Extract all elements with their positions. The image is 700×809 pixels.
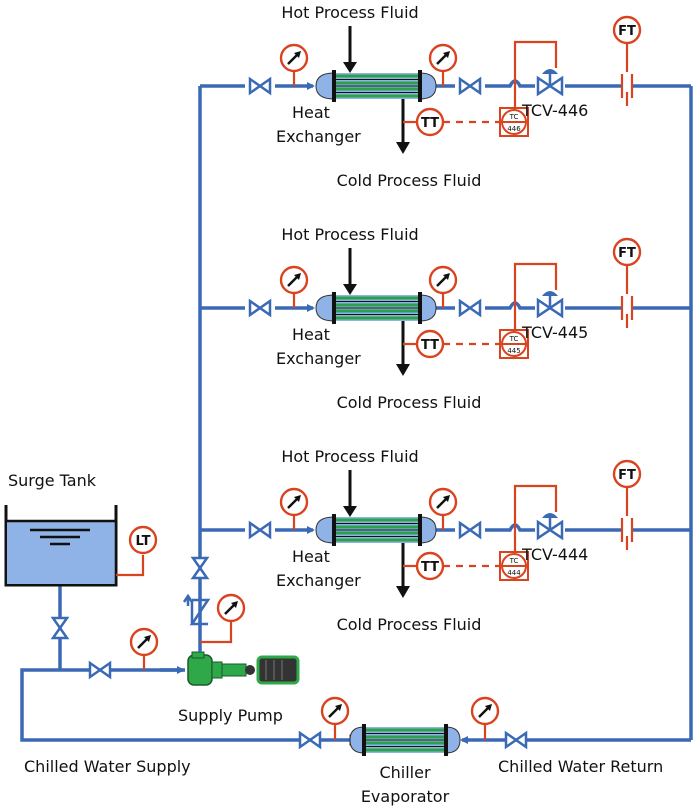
- cold-process-fluid-label: Cold Process Fluid: [337, 393, 482, 412]
- evaporator-shell: [349, 724, 461, 756]
- temperature-transmitter-label: TT: [421, 116, 439, 131]
- flow-element: [620, 43, 634, 106]
- hot-process-fluid-label: Hot Process Fluid: [281, 3, 418, 22]
- pump-suction-valve[interactable]: [88, 660, 112, 680]
- controller-number: 446: [507, 125, 521, 133]
- pump-motor: [256, 655, 300, 685]
- chiller-label-line1: Chiller: [379, 763, 430, 782]
- controller-type: TC: [509, 113, 519, 121]
- temperature-control-valve[interactable]: [536, 69, 564, 97]
- tank-liquid: [7, 521, 115, 584]
- control-valve-tag: TCV-445: [521, 323, 588, 342]
- chilled-water-return-label: Chilled Water Return: [498, 757, 663, 776]
- heat-exchanger-label-line2: Exchanger: [276, 571, 361, 590]
- controller-number: 445: [507, 347, 520, 355]
- control-valve-tag: TCV-446: [521, 101, 588, 120]
- temperature-transmitter-label: TT: [421, 338, 439, 353]
- level-transmitter[interactable]: [128, 525, 158, 555]
- outlet-pressure-gauge: [428, 487, 458, 530]
- inlet-pressure-gauge: [279, 487, 309, 530]
- temperature-controller[interactable]: TC 446: [499, 107, 529, 137]
- surge-tank: LT: [4, 505, 158, 587]
- inlet-pressure-gauge: [279, 265, 309, 308]
- heat-exchanger-label-line1: Heat: [292, 103, 330, 122]
- chiller-label-line2: Evaporator: [361, 787, 450, 806]
- hot-process-fluid-label: Hot Process Fluid: [281, 447, 418, 466]
- controller-number: 444: [507, 569, 521, 577]
- cold-process-fluid-label: Cold Process Fluid: [337, 171, 482, 190]
- supply-pressure-gauge: [320, 696, 350, 740]
- flow-transmitter-label: FT: [618, 246, 636, 261]
- branch-outlet-valve[interactable]: [458, 298, 482, 318]
- pump-discharge: [182, 556, 246, 652]
- temperature-control-valve[interactable]: [536, 291, 564, 319]
- heat-exchanger-label-line1: Heat: [292, 547, 330, 566]
- flow-transmitter[interactable]: [612, 237, 642, 267]
- branch-inlet-valve[interactable]: [248, 298, 272, 318]
- flow-element: [620, 487, 634, 550]
- discharge-isolation-valve[interactable]: [190, 556, 210, 580]
- flow-transmitter-label: FT: [618, 468, 636, 483]
- cold-process-fluid-label: Cold Process Fluid: [337, 615, 482, 634]
- flow-element: [620, 265, 634, 328]
- outlet-pressure-gauge: [428, 43, 458, 86]
- supply-pump-label: Supply Pump: [178, 706, 283, 725]
- inlet-pressure-gauge: [279, 43, 309, 86]
- chiller-evaporator[interactable]: [298, 696, 528, 756]
- temperature-transmitter-label: TT: [421, 560, 439, 575]
- supply-line-pipe: [20, 668, 350, 742]
- tank-outlet-valve[interactable]: [50, 616, 70, 640]
- heat-exchanger-label-line2: Exchanger: [276, 349, 361, 368]
- branch-outlet-pipe: [485, 301, 535, 310]
- supply-outlet-valve[interactable]: [298, 730, 322, 750]
- return-pressure-gauge: [470, 696, 500, 740]
- flow-transmitter[interactable]: [612, 459, 642, 489]
- heat-exchanger[interactable]: [315, 292, 437, 324]
- supply-pump[interactable]: [187, 651, 300, 686]
- pump-casing: [187, 654, 213, 686]
- heat-exchanger-label-line2: Exchanger: [276, 127, 361, 146]
- branch-inlet-valve[interactable]: [248, 76, 272, 96]
- branch-outlet-valve[interactable]: [458, 76, 482, 96]
- branch-outlet-valve[interactable]: [458, 520, 482, 540]
- level-transmitter-label: LT: [136, 534, 151, 549]
- temperature-control-valve[interactable]: [536, 513, 564, 541]
- control-valve-tag: TCV-444: [521, 545, 588, 564]
- chilled-water-supply-label: Chilled Water Supply: [24, 757, 191, 776]
- controller-type: TC: [509, 335, 519, 343]
- flow-transmitter[interactable]: [612, 15, 642, 45]
- outlet-pressure-gauge: [428, 265, 458, 308]
- heat-exchanger-label-line1: Heat: [292, 325, 330, 344]
- branch-outlet-pipe: [485, 79, 535, 88]
- branch-outlet-pipe: [485, 523, 535, 532]
- heat-exchanger[interactable]: [315, 514, 437, 546]
- temperature-controller[interactable]: TC 444: [499, 551, 529, 581]
- return-valve[interactable]: [504, 730, 528, 750]
- flow-transmitter-label: FT: [618, 24, 636, 39]
- suction-pressure-gauge: [129, 627, 159, 670]
- controller-type: TC: [509, 557, 519, 565]
- hot-process-fluid-label: Hot Process Fluid: [281, 225, 418, 244]
- surge-tank-label: Surge Tank: [8, 471, 97, 490]
- heat-exchanger[interactable]: [315, 70, 437, 102]
- branch-inlet-valve[interactable]: [248, 520, 272, 540]
- discharge-check-valve[interactable]: [182, 593, 211, 626]
